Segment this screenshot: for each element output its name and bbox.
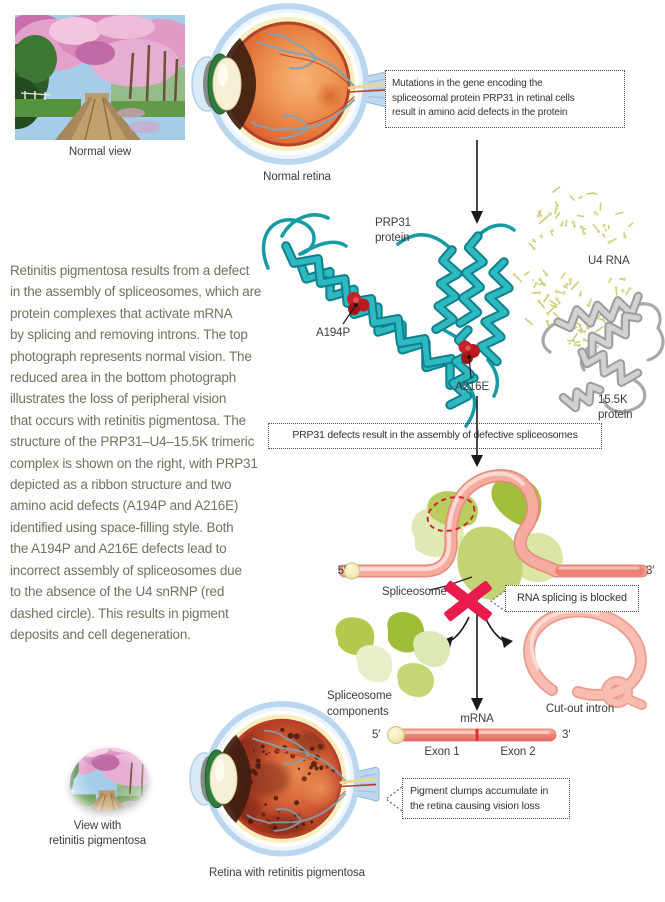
label-u4-rna: U4 RNA — [588, 255, 630, 267]
label-a194p: A194P — [316, 327, 351, 339]
blocked-x-mark — [444, 580, 492, 622]
defect-a216e-marker — [458, 340, 480, 379]
label-exon2: Exon 2 — [500, 746, 536, 758]
label-mrna-5prime: 5′ — [372, 729, 381, 741]
flow-arrow-defects — [471, 396, 483, 467]
rna-splicing-blocked-callout: RNA splicing is blocked — [505, 585, 639, 612]
label-mrna-3prime: 3′ — [562, 729, 571, 741]
spliceosome-assembly — [338, 469, 649, 600]
blocked-callout-tail — [489, 590, 506, 612]
label-cut-out-intron: Cut-out intron — [545, 703, 615, 715]
p155k-protein-ribbon — [541, 291, 665, 414]
cut-out-intron-lariat — [523, 605, 647, 710]
normal-view-photo — [15, 15, 185, 140]
label-a216e: A216E — [455, 381, 490, 393]
label-premrna-5prime: 5′ — [337, 565, 346, 577]
mutation-callout: Mutations in the gene encoding the splic… — [385, 70, 625, 128]
caption-normal-view: Normal view — [68, 146, 132, 158]
flow-arrow-mutation — [471, 140, 483, 224]
label-prp31-protein: PRP31 protein — [375, 217, 411, 244]
caption-rp-retina: Retina with retinitis pigmentosa — [209, 867, 365, 879]
tunnel-vision-vignette — [70, 748, 148, 811]
mrna-bar — [387, 726, 557, 744]
caption-normal-retina: Normal retina — [263, 171, 331, 183]
five-prime-cap — [343, 562, 361, 580]
pre-mrna-ribbon — [338, 469, 649, 578]
prp31-protein-ribbon — [261, 213, 516, 428]
label-mrna: mRNA — [460, 713, 494, 725]
label-exon1: Exon 1 — [424, 746, 460, 758]
caption-rp-view: View with retinitis pigmentosa — [48, 820, 147, 847]
label-premrna-3prime: 3′ — [646, 565, 655, 577]
rp-view-photo — [70, 748, 148, 811]
pigment-clumps-callout: Pigment clumps accumulate in the retina … — [402, 778, 570, 819]
label-spliceosome-components: Spliceosome components — [327, 690, 392, 718]
defect-a194p-marker — [342, 292, 370, 325]
pigment-callout-tail — [385, 786, 403, 812]
label-spliceosome: Spliceosome — [382, 586, 447, 598]
normal-retina-diagram — [191, 3, 390, 165]
rp-retina-diagram — [189, 701, 380, 857]
defective-spliceosome-banner: PRP31 defects result in the assembly of … — [268, 423, 602, 449]
label-155k-protein: 15.5K protein — [598, 394, 633, 421]
missing-u4-snrnp-dashed-circle — [426, 496, 476, 532]
figure-description: Retinitis pigmentosa results from a defe… — [10, 263, 262, 642]
spliceosome-components — [335, 611, 451, 698]
